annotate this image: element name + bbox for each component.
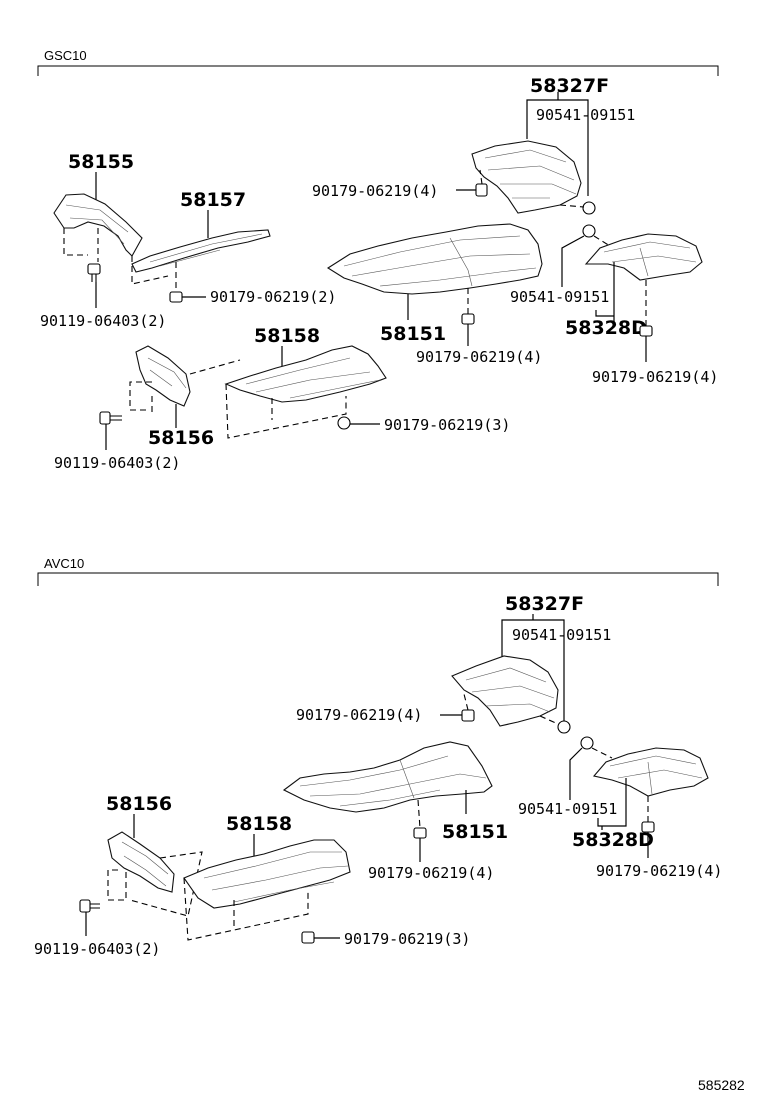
section-code: GSC10 (44, 48, 87, 63)
bolt-fastener (79, 899, 100, 913)
section-gsc10: GSC10 58327F 90541-09151 90179-06219(4) … (37, 48, 719, 472)
part-number: 90541-09151 (512, 626, 611, 644)
section-avc10: AVC10 58327F 90541-09151 90179-06219(4) … (34, 556, 722, 958)
part-number: 90179-06219(4) (416, 348, 542, 366)
nut-fastener (475, 183, 488, 197)
part-number: 90179-06219(3) (384, 416, 510, 434)
part-number: 90179-06219(4) (368, 864, 494, 882)
heat-insulator-58156 (107, 831, 175, 893)
part-number: 90119-06403(2) (40, 312, 166, 330)
part-number: 58157 (180, 189, 246, 211)
part-number: 58151 (380, 323, 446, 345)
part-number: 90119-06403(2) (54, 454, 180, 472)
heat-insulator-58157 (131, 229, 271, 273)
diagram-reference-number: 585282 (698, 1077, 745, 1093)
section-frame (37, 65, 719, 76)
nut-fastener (169, 291, 183, 303)
nut-fastener (301, 931, 315, 944)
part-number: 90179-06219(3) (344, 930, 470, 948)
heat-insulator-58155 (53, 193, 143, 257)
heat-insulator-58151 (282, 741, 493, 813)
part-number: 58151 (442, 821, 508, 843)
section-code: AVC10 (44, 556, 84, 571)
part-number: 90541-09151 (518, 800, 617, 818)
nut-fastener (580, 736, 594, 750)
heat-insulator-58158 (224, 345, 387, 403)
part-number: 58156 (106, 793, 172, 815)
leader-line (561, 235, 585, 287)
part-number: 58156 (148, 427, 214, 449)
part-number: 90179-06219(4) (596, 862, 722, 880)
nut-fastener (582, 224, 596, 238)
leader-line (569, 747, 583, 800)
part-number: 58158 (254, 325, 320, 347)
part-number: 58328D (572, 829, 654, 851)
part-number: 58155 (68, 151, 134, 173)
nut-fastener (461, 313, 475, 325)
heat-insulator-58327f (451, 655, 559, 727)
part-number: 90541-09151 (510, 288, 609, 306)
part-number: 58327F (530, 75, 609, 97)
nut-fastener (461, 709, 475, 722)
part-number: 90179-06219(2) (210, 288, 336, 306)
nut-fastener (582, 201, 596, 215)
part-number: 90179-06219(4) (312, 182, 438, 200)
heat-insulator-58328d (584, 233, 703, 281)
heat-insulator-58327f (471, 140, 582, 214)
bolt-fastener (99, 411, 122, 425)
leader-line (597, 778, 627, 830)
leader-line (595, 262, 615, 322)
heat-insulator-58151 (326, 223, 543, 295)
nut-fastener (413, 827, 427, 839)
part-number: 90541-09151 (536, 106, 635, 124)
section-frame (37, 572, 719, 586)
part-number: 90179-06219(4) (592, 368, 718, 386)
nut-fastener (337, 416, 351, 430)
nut-fastener (639, 325, 653, 337)
heat-insulator-58156 (135, 345, 191, 407)
part-number: 58158 (226, 813, 292, 835)
nut-fastener (557, 720, 571, 734)
bolt-fastener (87, 263, 101, 282)
heat-insulator-58158 (183, 839, 351, 909)
leader-line (501, 614, 565, 722)
part-number: 90119-06403(2) (34, 940, 160, 958)
part-number: 58327F (505, 593, 584, 615)
part-number: 58328D (565, 317, 647, 339)
nut-fastener (641, 821, 655, 833)
part-number: 90179-06219(4) (296, 706, 422, 724)
